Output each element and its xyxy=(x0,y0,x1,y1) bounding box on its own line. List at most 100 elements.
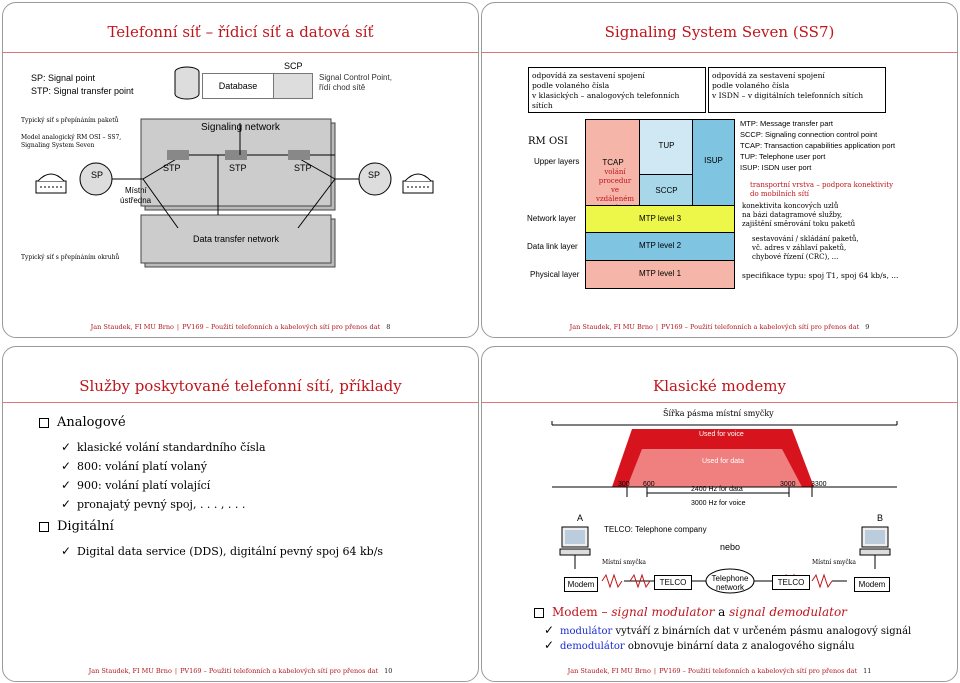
box-isdn-networks: odpovídá za sestavení spojení podle vola… xyxy=(708,67,886,113)
square-bullet-icon xyxy=(39,521,49,532)
footer-course: PV169 – Použití telefonních a kabelových… xyxy=(182,323,381,331)
conn-line-3: zajištění směrování toku paketů xyxy=(742,220,856,228)
data-band xyxy=(627,449,802,487)
analog-heading: Analogové xyxy=(39,415,126,430)
stp2-node xyxy=(225,150,247,160)
node-b-label: B xyxy=(877,513,884,523)
note-model-2: Signaling System Seven xyxy=(21,142,95,149)
slide-title: Služby poskytované telefonní sítí, příkl… xyxy=(79,377,402,395)
digital-label: Digitální xyxy=(57,519,114,534)
telco-company-label: TELCO: Telephone company xyxy=(604,525,707,534)
modem-heading-demodulator: signal demodulator xyxy=(729,605,847,619)
telco-left-label: TELCO xyxy=(659,578,687,587)
isup-block: ISUP xyxy=(692,119,735,207)
check-icon: ✓ xyxy=(544,638,555,652)
title-rule xyxy=(3,52,478,53)
spec-note: specifikace typu: spoj T1, spoj 64 kb/s,… xyxy=(742,271,899,280)
check-icon: ✓ xyxy=(61,544,72,558)
footer-course: PV169 – Použití telefonních a kabelových… xyxy=(180,667,379,675)
analog-item-text: 900: volání platí volající xyxy=(77,479,211,492)
def-mtp: MTP: Message transfer part xyxy=(740,119,833,128)
footer-author: Jan Staudek, FI MU Brno xyxy=(569,323,653,331)
footer-page: 11 xyxy=(863,667,872,675)
conn-line-1: konektivita koncových uzlů xyxy=(742,202,839,210)
sccp-block: SCCP xyxy=(639,174,694,207)
analog-item-text: pronajatý pevný spoj, . . . , . . . xyxy=(77,498,246,511)
tcap-block: TCAP xyxy=(585,119,641,207)
computer-a-icon xyxy=(559,526,591,556)
def-tup: TUP: Telephone user port xyxy=(740,152,826,161)
data-network-label: Data transfer network xyxy=(193,234,280,244)
voice-range-label: 3000 Hz for voice xyxy=(691,500,746,507)
box-left-line-3: v klasických – analogových telefonních s… xyxy=(532,91,680,110)
sp-right-node xyxy=(358,162,392,196)
def-sccp: SCCP: Signaling connection control point xyxy=(740,130,878,139)
signaling-network-label: Signaling network xyxy=(201,122,280,133)
footer: Jan Staudek, FI MU Brno|PV169 – Použití … xyxy=(569,323,870,331)
demodulator-word: demodulátor xyxy=(560,641,625,652)
conn-line-2: na bázi datagramové služby, xyxy=(742,211,843,219)
box-right-line-2: podle volaného čísla xyxy=(712,81,790,90)
sp-left-node xyxy=(79,162,113,196)
acronym-definitions: MTP: Message transfer part SCCP: Signali… xyxy=(740,118,895,173)
slide-title: Klasické modemy xyxy=(652,377,786,395)
connectivity-note: konektivita koncových uzlů na bázi datag… xyxy=(742,202,855,229)
scp-label: SCP xyxy=(284,61,303,71)
footer-author: Jan Staudek, FI MU Brno xyxy=(567,667,651,675)
digital-heading: Digitální xyxy=(39,519,114,534)
computer-b-icon xyxy=(859,526,891,556)
telephone-network-label: Telephone network xyxy=(706,574,754,592)
data-network-area xyxy=(140,214,332,264)
modem-heading: Modem – signal modulator a signal demodu… xyxy=(534,605,847,619)
mtp1-block: MTP level 1 xyxy=(585,260,735,289)
phone-right-icon xyxy=(402,173,434,194)
modem-heading-and: a xyxy=(714,605,730,619)
sp-left-label: SP xyxy=(91,170,104,180)
box-left-line-2: podle volaného čísla xyxy=(532,81,610,90)
database-label: Database xyxy=(218,81,258,91)
telco-right-label: TELCO xyxy=(777,578,805,587)
analog-item-2: ✓800: volání platí volaný xyxy=(61,459,207,473)
modem-right-box: Modem xyxy=(854,577,890,592)
footer-course: PV169 – Použití telefonních a kabelových… xyxy=(661,323,860,331)
modem-left-label: Modem xyxy=(567,580,595,589)
local-exchange-2: ústředna xyxy=(120,196,152,205)
sccp-label: SCCP xyxy=(655,186,678,195)
check-icon: ✓ xyxy=(61,478,72,492)
bandwidth-diagram xyxy=(551,421,898,497)
square-bullet-icon xyxy=(534,607,544,618)
local-loop-right: Místní smyčka xyxy=(812,559,856,566)
box-right-line-1: odpovídá za sestavení spojení xyxy=(712,71,825,80)
database-box: Database xyxy=(202,73,274,99)
footer-author: Jan Staudek, FI MU Brno xyxy=(88,667,172,675)
check-icon: ✓ xyxy=(544,623,555,637)
signaling-network-area xyxy=(140,118,332,207)
scp-box xyxy=(273,73,313,99)
legend-sp: SP: Signal point xyxy=(31,73,96,83)
frame-line-3: chybové řízení (CRC), ... xyxy=(752,253,839,261)
title-rule xyxy=(3,402,478,403)
footer-page: 10 xyxy=(384,667,393,675)
local-loop-left: Místní smyčka xyxy=(602,559,646,566)
footer: Jan Staudek, FI MU Brno|PV169 – Použití … xyxy=(567,667,872,675)
isup-label: ISUP xyxy=(704,156,723,165)
tup-block: TUP xyxy=(639,119,694,176)
box-classic-networks: odpovídá za sestavení spojení podle vola… xyxy=(528,67,706,113)
check-icon: ✓ xyxy=(61,440,72,454)
voice-band-label: Used for voice xyxy=(699,431,744,438)
tup-label: TUP xyxy=(658,141,675,150)
phone-left-icon xyxy=(35,173,67,194)
footer-page: 8 xyxy=(386,323,391,331)
footer-course: PV169 – Použití telefonních a kabelových… xyxy=(659,667,858,675)
physical-layer-label: Physical layer xyxy=(530,270,580,279)
mtp1-label: MTP level 1 xyxy=(638,269,682,278)
mtp2-block: MTP level 2 xyxy=(585,232,735,262)
analog-label: Analogové xyxy=(57,415,126,430)
footer-page: 9 xyxy=(865,323,870,331)
local-exchange-1: Místní xyxy=(125,186,147,195)
note-model-1: Model analogický RM OSI – SS7, xyxy=(21,134,122,141)
slide-modemy: Klasické modemy Šířka pásma místní smyčk… xyxy=(481,346,958,682)
mtp3-label: MTP level 3 xyxy=(638,214,682,223)
upper-layers-label: Upper layers xyxy=(534,157,580,166)
sp-right-label: SP xyxy=(368,170,381,180)
